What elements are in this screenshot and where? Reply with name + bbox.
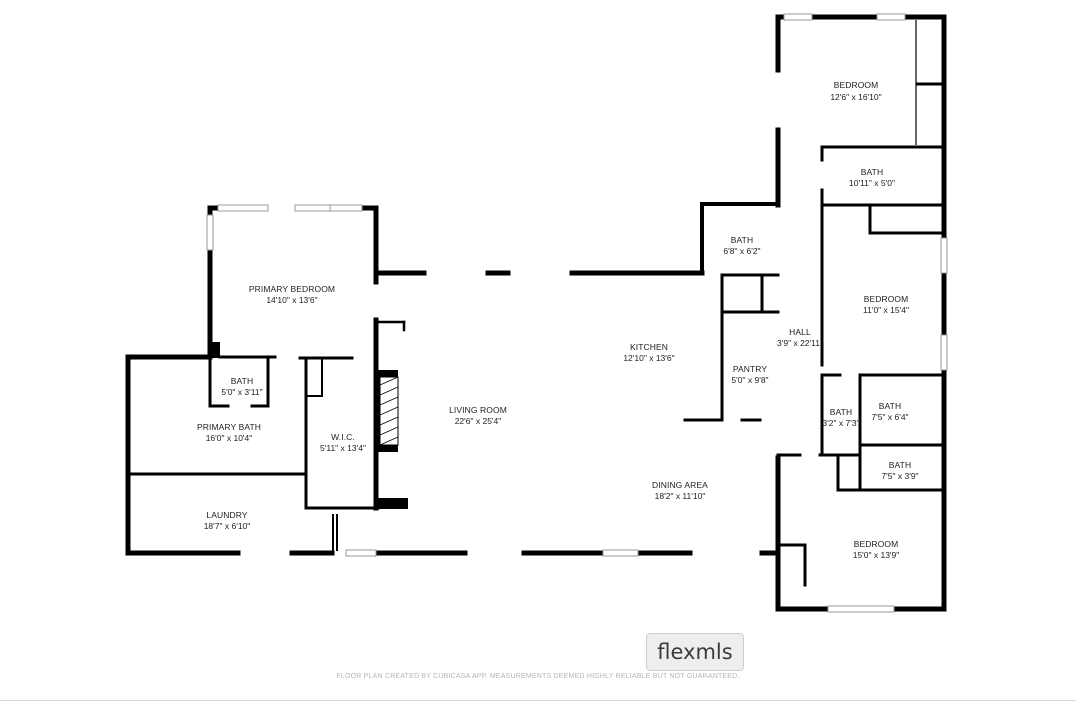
walls — [125, 14, 947, 612]
room-kitchen: KITCHEN 12'10" x 13'6" — [623, 342, 674, 363]
room-bedroom-se: BEDROOM 15'0" x 13'9" — [853, 539, 900, 560]
flexmls-watermark: flexmls — [646, 633, 744, 671]
room-name: BATH — [889, 460, 911, 470]
room-labels: BEDROOM 12'6" x 16'10" BATH 10'11" x 5'0… — [197, 80, 919, 560]
room-dims: 10'11" x 5'0" — [849, 178, 895, 188]
windows — [206, 13, 948, 613]
room-bedroom-e: BEDROOM 11'0" x 15'4" — [863, 294, 909, 315]
room-dims: 7'5" x 6'4" — [871, 412, 908, 422]
room-primary-bath: PRIMARY BATH 16'0" x 10'4" — [197, 422, 261, 443]
room-name: BATH — [731, 235, 753, 245]
room-dims: 5'0" x 3'11" — [221, 387, 262, 397]
room-bath-ne: BATH 10'11" x 5'0" — [849, 167, 895, 188]
room-dims: 12'10" x 13'6" — [623, 353, 674, 363]
room-bath-hall: BATH 6'8" x 6'2" — [723, 235, 760, 256]
room-bath-mid-b: BATH 7'5" x 6'4" — [871, 401, 908, 422]
bottom-divider — [0, 700, 1076, 701]
room-bedroom-ne: BEDROOM 12'6" x 16'10" — [830, 80, 881, 102]
room-bath-mid-a: BATH 3'2" x 7'3" — [822, 407, 859, 428]
room-name: BATH — [879, 401, 901, 411]
room-dims: 3'9" x 22'11" — [777, 338, 823, 348]
room-name: W.I.C. — [331, 432, 355, 442]
room-dims: 22'6" x 25'4" — [455, 416, 502, 426]
room-dims: 5'0" x 9'8" — [731, 375, 768, 385]
room-dims: 15'0" x 13'9" — [853, 550, 900, 560]
room-name: DINING AREA — [652, 480, 708, 490]
room-dims: 12'6" x 16'10" — [830, 92, 881, 102]
room-dims: 5'11" x 13'4" — [320, 443, 366, 453]
room-name: BEDROOM — [854, 539, 899, 549]
room-pantry: PANTRY 5'0" x 9'8" — [731, 364, 768, 385]
room-primary-bedroom: PRIMARY BEDROOM 14'10" x 13'6" — [249, 284, 335, 305]
footer-disclaimer: FLOOR PLAN CREATED BY CUBICASA APP. MEAS… — [336, 673, 740, 680]
room-name: KITCHEN — [630, 342, 668, 352]
room-dims: 3'2" x 7'3" — [822, 418, 859, 428]
room-dims: 7'5" x 3'9" — [881, 471, 918, 481]
room-name: BATH — [861, 167, 883, 177]
room-name: LAUNDRY — [206, 510, 247, 520]
room-name: BATH — [231, 376, 253, 386]
room-dims: 16'0" x 10'4" — [206, 433, 253, 443]
room-dining-area: DINING AREA 18'2" x 11'10" — [652, 480, 708, 501]
room-dims: 6'8" x 6'2" — [723, 246, 760, 256]
room-wic: W.I.C. 5'11" x 13'4" — [320, 432, 366, 453]
room-name: BEDROOM — [834, 80, 879, 90]
room-bath-se: BATH 7'5" x 3'9" — [881, 460, 918, 481]
room-dims: 18'2" x 11'10" — [655, 491, 706, 501]
room-name: PANTRY — [733, 364, 768, 374]
room-name: HALL — [789, 327, 811, 337]
room-name: BATH — [830, 407, 852, 417]
room-name: PRIMARY BEDROOM — [249, 284, 335, 294]
room-name: PRIMARY BATH — [197, 422, 261, 432]
room-dims: 18'7" x 6'10" — [204, 521, 251, 531]
room-bath-small: BATH 5'0" x 3'11" — [221, 376, 262, 397]
room-name: LIVING ROOM — [449, 405, 507, 415]
room-living-room: LIVING ROOM 22'6" x 25'4" — [449, 405, 507, 426]
room-dims: 14'10" x 13'6" — [266, 295, 317, 305]
room-hall: HALL 3'9" x 22'11" — [777, 327, 823, 348]
room-dims: 11'0" x 15'4" — [863, 305, 909, 315]
room-name: BEDROOM — [864, 294, 909, 304]
room-laundry: LAUNDRY 18'7" x 6'10" — [204, 510, 251, 531]
